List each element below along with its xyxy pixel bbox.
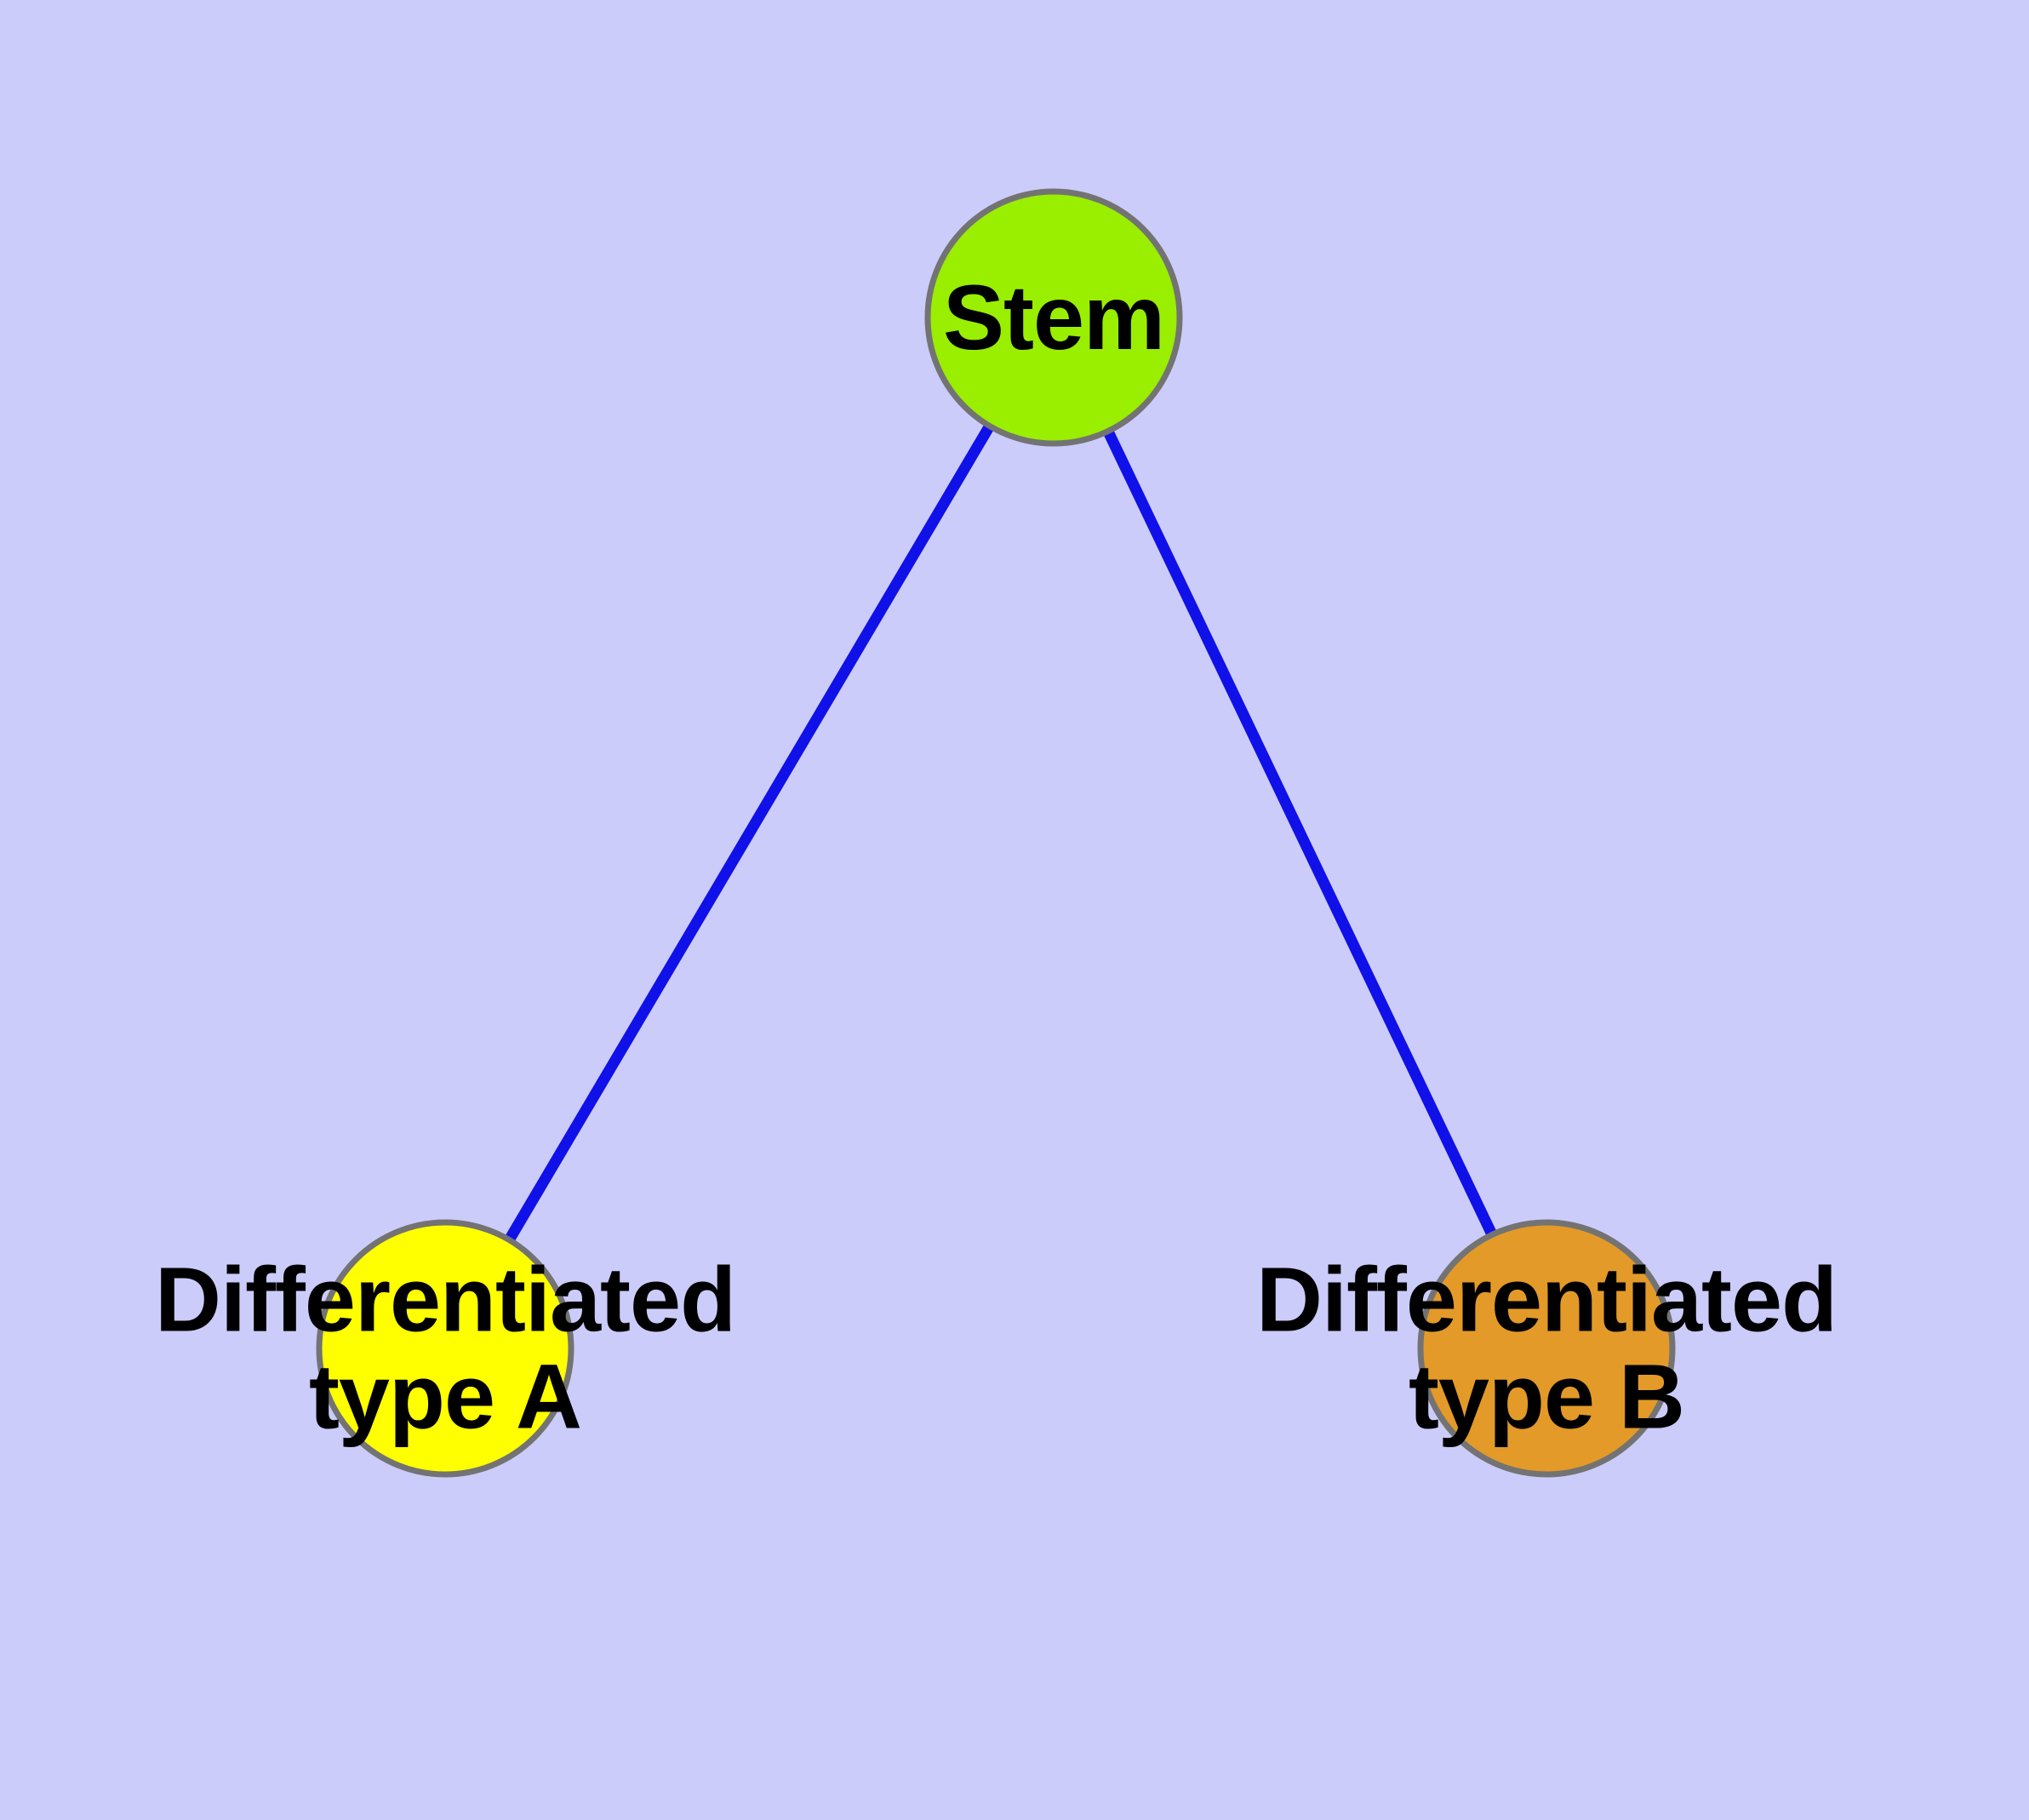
node-differentiated-type-a[interactable] [316, 1219, 574, 1478]
edge-stem-to-diff-b[interactable] [1103, 430, 1497, 1236]
node-stem[interactable] [924, 188, 1183, 447]
edge-stem-to-diff-a[interactable] [505, 424, 994, 1242]
node-differentiated-type-b[interactable] [1417, 1219, 1676, 1478]
edge-layer [505, 424, 1497, 1242]
node-layer [316, 188, 1676, 1478]
